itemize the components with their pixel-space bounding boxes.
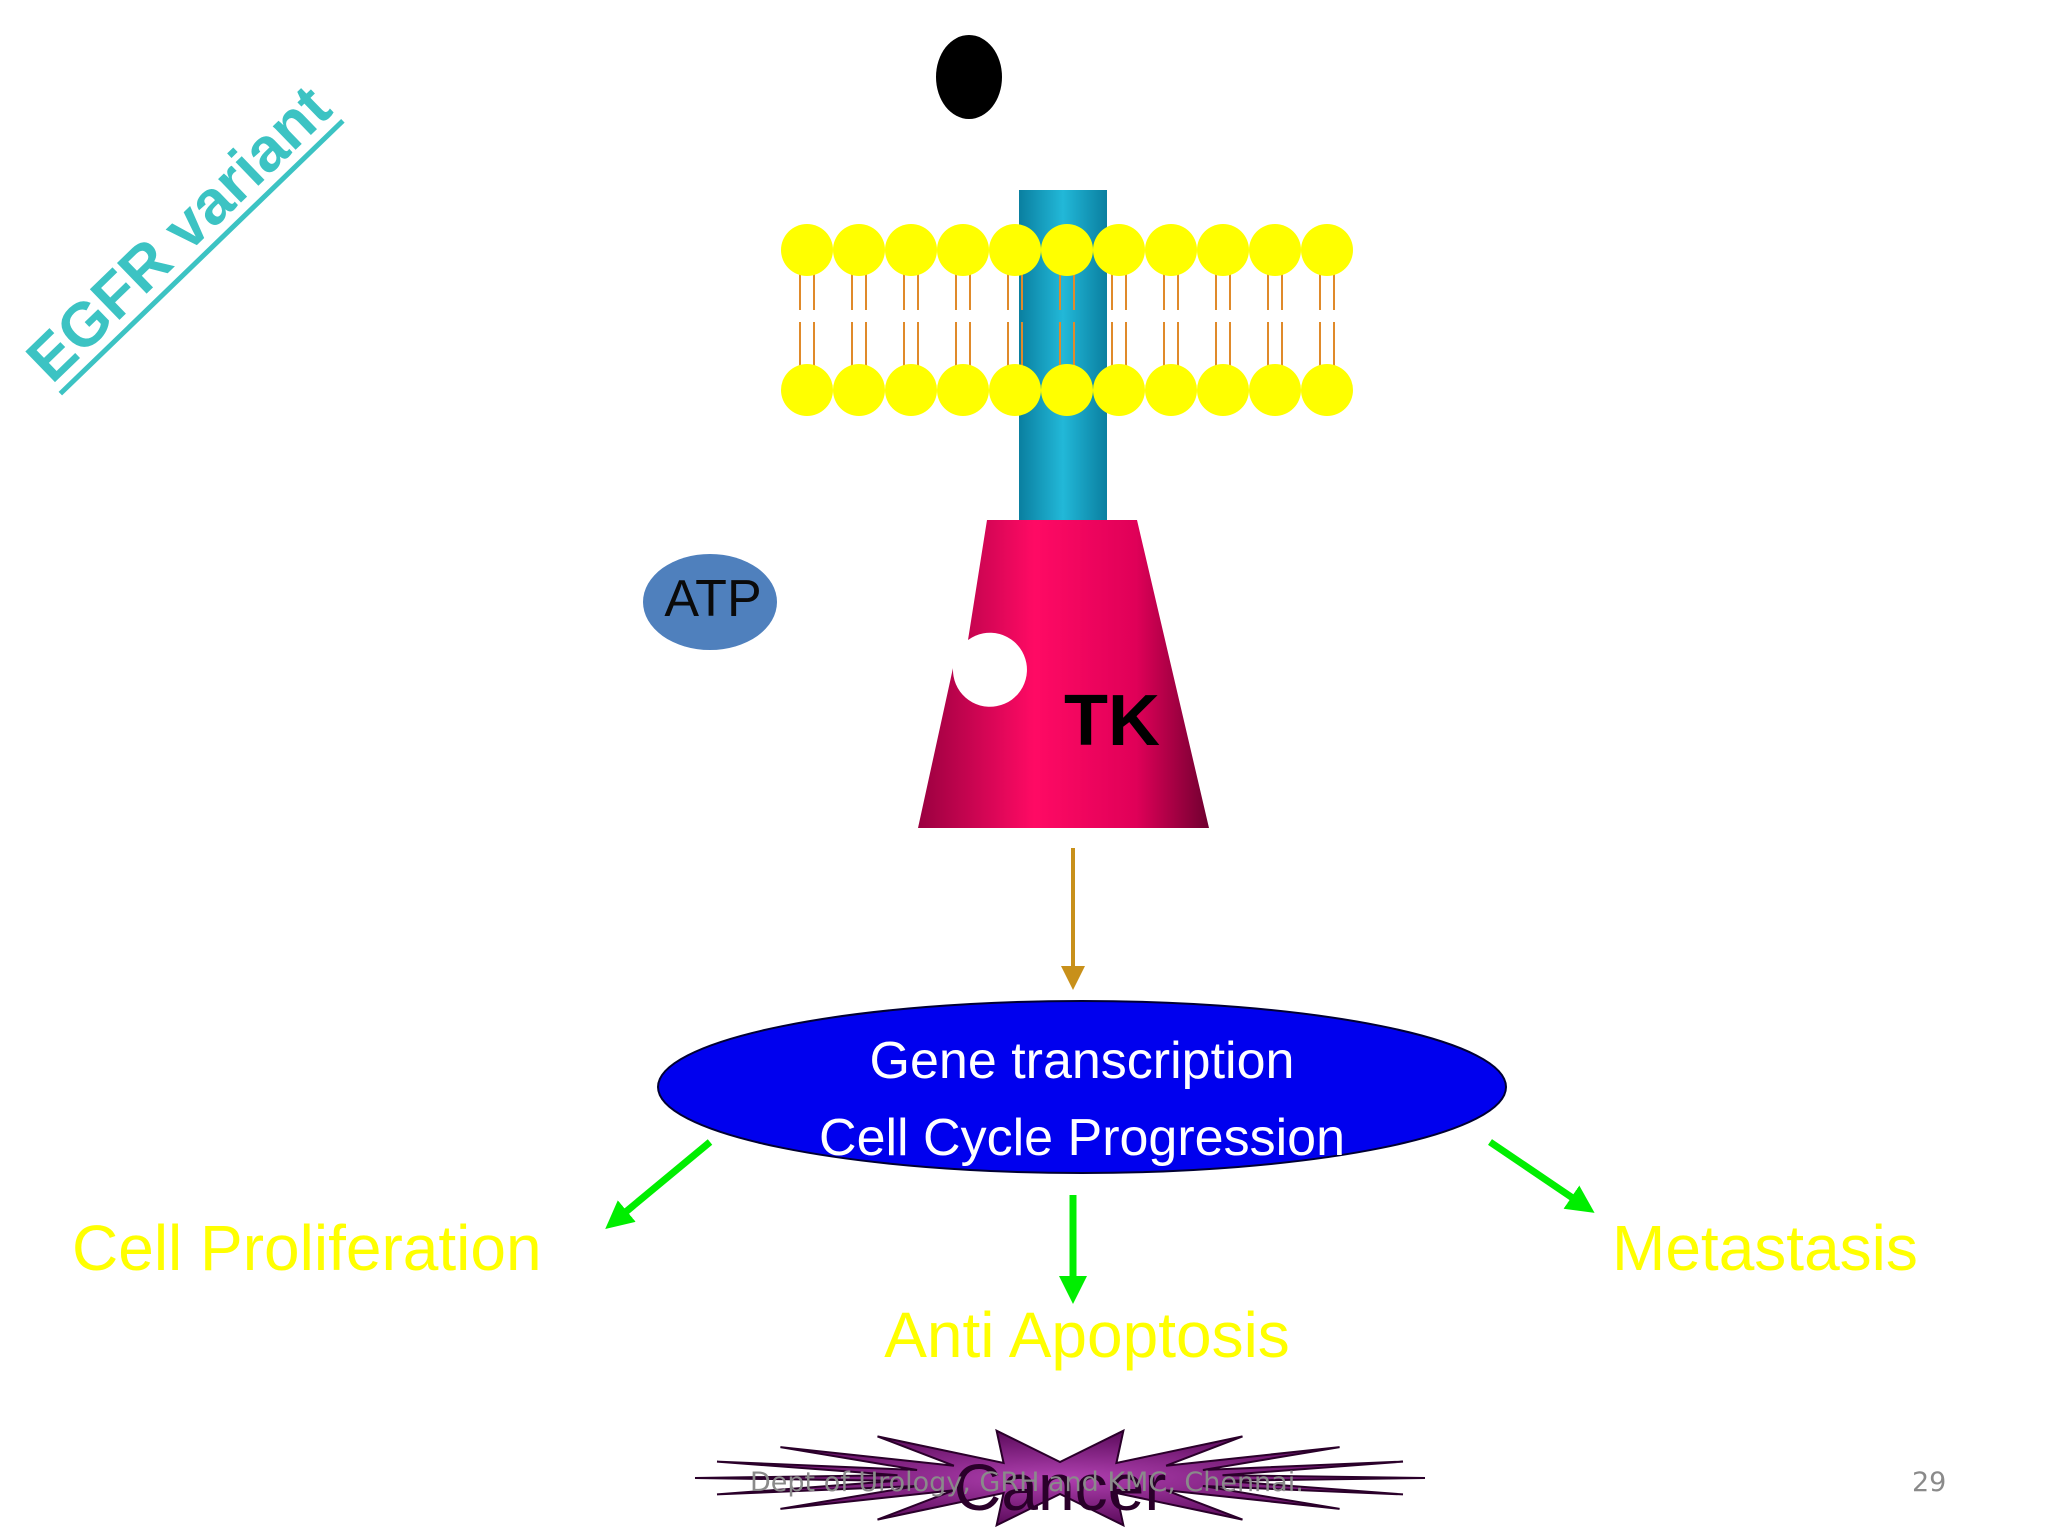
title-group: EGFR variant <box>14 73 345 396</box>
lipid-head <box>833 224 885 276</box>
lipid-head <box>1093 364 1145 416</box>
arrow-right-icon <box>1488 1139 1595 1213</box>
ligand-dot <box>936 35 1002 119</box>
lipid-head <box>885 224 937 276</box>
lipid-head <box>1197 364 1249 416</box>
atp-label: ATP <box>664 570 761 628</box>
outcome-metastasis: Metastasis <box>1612 1212 1918 1284</box>
outcome-anti-apoptosis: Anti Apoptosis <box>884 1299 1290 1371</box>
lipid-head <box>1093 224 1145 276</box>
lipid-head <box>1249 224 1301 276</box>
lipid-head <box>1197 224 1249 276</box>
arrow-left-icon <box>605 1139 713 1229</box>
lipid-head <box>937 224 989 276</box>
cancer-burst-icon <box>694 1428 1426 1528</box>
lipid-bilayer <box>781 224 1353 416</box>
lipid-head <box>781 224 833 276</box>
footer-text: Dept of Urology, GRH and KMC, Chennai. <box>750 1467 1304 1498</box>
lipid-head <box>1145 364 1197 416</box>
lipid-head <box>1145 224 1197 276</box>
kinase-label: TK <box>1064 681 1160 761</box>
lipid-head <box>1041 224 1093 276</box>
nucleus-line-2: Cell Cycle Progression <box>819 1109 1345 1167</box>
lipid-head <box>989 224 1041 276</box>
title-underline <box>58 118 345 396</box>
lipid-head <box>1249 364 1301 416</box>
slide-title: EGFR variant <box>14 73 344 395</box>
lipid-head <box>937 364 989 416</box>
tyrosine-kinase-domain <box>918 520 1209 828</box>
lipid-head <box>989 364 1041 416</box>
page-number: 29 <box>1912 1467 1947 1498</box>
lipid-head <box>781 364 833 416</box>
lipid-head <box>1301 364 1353 416</box>
lipid-head <box>833 364 885 416</box>
nucleus-line-1: Gene transcription <box>870 1032 1295 1090</box>
nucleus-ellipse <box>657 1000 1507 1174</box>
lipid-head <box>885 364 937 416</box>
result-label: Cancer <box>954 1450 1167 1524</box>
outcome-cell-proliferation: Cell Proliferation <box>72 1212 542 1284</box>
lipid-head <box>1041 364 1093 416</box>
atp-molecule <box>643 554 777 650</box>
lipid-head <box>1301 224 1353 276</box>
